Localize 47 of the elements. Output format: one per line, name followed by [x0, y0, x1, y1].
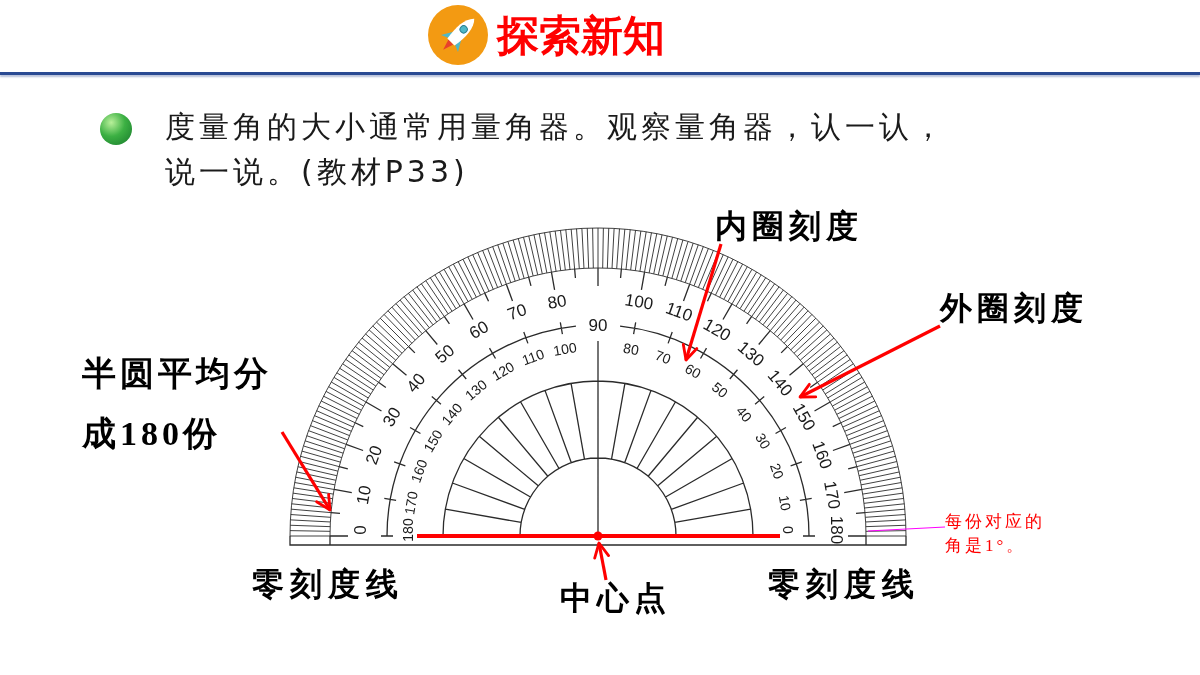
annotation-label: 零刻度线 [768, 566, 920, 602]
scale-number: 20 [363, 442, 386, 467]
scale-number: 70 [504, 301, 529, 324]
scale-number: 150 [421, 427, 446, 455]
leader-arrow [798, 324, 941, 399]
annotation-label: 每份对应的角是1°。 [945, 510, 1061, 558]
leader-line [867, 526, 946, 532]
leader-arrow [593, 541, 610, 581]
scale-number: 80 [622, 340, 640, 358]
scale-number: 40 [733, 403, 754, 425]
scale-number: 160 [408, 457, 431, 485]
scale-number: 180 [827, 515, 845, 545]
annotation-label: 中心点 [560, 580, 671, 616]
scale-number: 180 [401, 518, 415, 542]
scale-number: 50 [709, 380, 731, 401]
instruction-text: 度量角的大小通常用量角器。观察量角器，认一认，说一说。(教材P33) [165, 108, 948, 191]
scale-number: 10 [353, 483, 374, 506]
scale-number: 120 [489, 359, 517, 384]
scale-number: 150 [789, 400, 819, 434]
scale-number: 110 [663, 299, 696, 325]
scale-number: 10 [776, 494, 794, 512]
scale-number: 90 [588, 316, 608, 334]
scale-number: 0 [781, 526, 795, 534]
annotation-label: 外圈刻度 [940, 290, 1088, 326]
scale-number: 0 [351, 525, 369, 535]
section-title: 探索新知 [497, 10, 665, 62]
annotation-label: 零刻度线 [252, 566, 404, 602]
scale-number: 100 [552, 339, 578, 358]
scale-number: 30 [379, 404, 404, 430]
scale-number: 80 [545, 291, 568, 312]
scale-number: 60 [466, 317, 492, 342]
scale-number: 160 [808, 438, 835, 471]
scale-number: 170 [401, 490, 420, 516]
scale-number: 170 [821, 479, 844, 511]
scale-number: 50 [432, 341, 458, 367]
scale-number: 30 [752, 430, 773, 452]
scale-number: 120 [700, 315, 734, 345]
annotation-label: 半圆平均分成180份 [82, 344, 282, 464]
center-point [593, 531, 603, 541]
scale-number: 60 [682, 361, 704, 382]
leader-arrow [280, 431, 332, 512]
scale-number: 110 [520, 347, 546, 368]
scale-number: 40 [403, 370, 429, 396]
annotation-label: 内圈刻度 [715, 208, 863, 244]
scale-number: 70 [653, 348, 673, 367]
scale-number: 100 [623, 290, 655, 313]
scale-number: 20 [767, 461, 786, 481]
